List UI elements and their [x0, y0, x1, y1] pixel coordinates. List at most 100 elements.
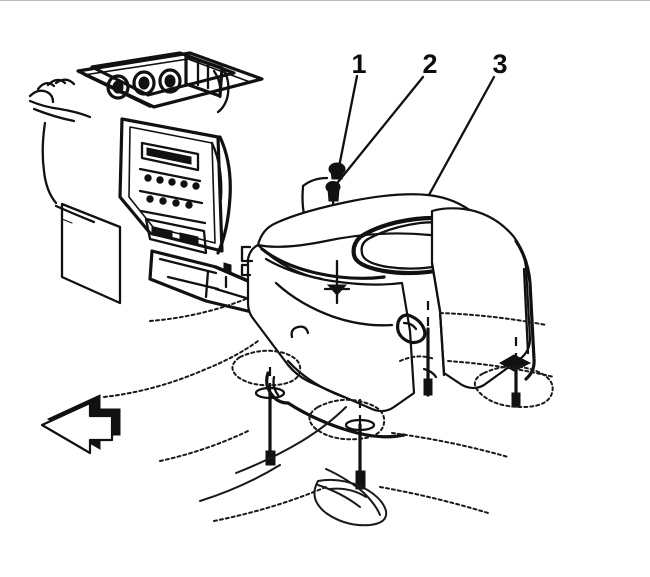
radio-divider-2	[138, 189, 204, 205]
console-front-contour	[274, 281, 394, 327]
center-stack-right-wall-2	[210, 141, 223, 201]
console-front-contour-2	[286, 359, 346, 399]
console-front-face	[246, 243, 416, 413]
floor-tunnel-edge-2	[199, 464, 281, 502]
console-bottom-rail	[286, 401, 406, 439]
console-left-slot-2	[240, 263, 252, 277]
hvac-control-knob-1	[151, 226, 173, 240]
radio-display	[140, 141, 200, 172]
floor-boss-middle	[308, 398, 386, 441]
knee-bolster-detail	[61, 218, 73, 224]
console-mount-tab-mid-inner	[402, 321, 418, 331]
air-vent-2-center	[138, 76, 150, 90]
upper-fastener-group	[301, 162, 346, 237]
radio-button	[146, 195, 154, 203]
fastener-right-mid	[423, 301, 433, 397]
dash-side-panel-bottom	[54, 204, 96, 224]
carpet-seam-5	[159, 430, 249, 462]
floor-boss-left	[231, 349, 302, 387]
console-mount-tab-mid	[396, 313, 427, 345]
leader-line-1	[337, 74, 359, 169]
bolt-2-body	[327, 188, 340, 202]
console-left-slot	[240, 245, 254, 263]
fastener-right-rear-tip	[511, 392, 521, 408]
radio-divider-1	[138, 167, 202, 183]
console-rear-edge-2	[522, 267, 530, 355]
dash-side-panel-edge	[41, 121, 58, 205]
air-vent-2-icon	[132, 70, 156, 96]
dash-lower-contour-2	[32, 107, 76, 123]
floor-pan-group	[103, 298, 555, 527]
leader-line-3	[422, 75, 496, 206]
dash-wing-edge	[28, 89, 55, 104]
air-vent-3-icon	[158, 68, 182, 94]
forward-arrow-body	[40, 401, 114, 455]
dash-top-rail-inner	[83, 58, 251, 108]
fastener-left-washer	[254, 386, 286, 400]
dash-wing-edge-4	[54, 78, 76, 86]
carpet-seam-6	[391, 432, 509, 458]
console-center-seam	[430, 261, 446, 377]
instrument-panel-group	[28, 51, 264, 315]
callout-leaders	[332, 74, 496, 206]
hvac-control-knob-2	[179, 232, 199, 246]
bridge-detail-5	[204, 269, 210, 299]
hvac-control-panel	[144, 217, 208, 255]
footwell-pad	[313, 478, 388, 527]
console-rear-edge	[514, 239, 536, 381]
floor-console-assembly	[240, 193, 536, 439]
radio-button	[172, 199, 180, 207]
center-stack-right-wall	[216, 135, 232, 255]
carpet-seam-2	[439, 312, 547, 326]
air-vent-1-icon	[106, 74, 130, 100]
dash-top-rail	[76, 51, 264, 109]
air-vent-1-center	[112, 80, 124, 94]
console-mount-tab-left	[290, 325, 310, 339]
fastener-middle	[344, 399, 376, 490]
knee-bolster-panel	[60, 202, 122, 305]
bolt-bracket-arm	[301, 176, 329, 188]
carpet-seam-1	[149, 298, 247, 322]
floor-boss-right-mid	[399, 355, 435, 362]
fastener-middle-washer	[344, 418, 376, 432]
console-left-flange	[265, 371, 290, 405]
dash-lower-contour	[28, 99, 92, 119]
carpet-seam-8	[379, 486, 489, 514]
leader-line-2	[332, 75, 425, 189]
callout-label-2: 2	[422, 49, 437, 79]
dash-wing-edge-2	[36, 81, 56, 91]
dash-right-curve-2	[212, 69, 222, 99]
console-front-lip-2	[264, 257, 324, 281]
radio-button	[192, 182, 200, 190]
fastener-left	[254, 367, 286, 466]
radio-button	[185, 201, 193, 209]
forward-direction-arrow-icon	[40, 394, 121, 455]
center-clip-marker	[323, 259, 351, 305]
radio-button	[159, 197, 167, 205]
fastener-right-mid-tip	[423, 378, 433, 396]
radio-button	[168, 178, 176, 186]
radio-button-row-2	[146, 195, 193, 209]
bridge-fastener	[223, 262, 232, 274]
carpet-seam-7	[213, 486, 327, 522]
radio-button	[156, 176, 164, 184]
console-front-lip	[260, 247, 386, 280]
console-mount-tab-right	[422, 367, 438, 379]
mounting-fastener-group	[254, 259, 532, 490]
radio-button	[180, 180, 188, 188]
air-vent-group	[106, 68, 182, 100]
callout-label-3: 3	[492, 49, 507, 79]
callout-label-1: 1	[351, 49, 366, 79]
floor-tunnel-edge-4	[317, 484, 361, 508]
radio-button	[144, 174, 152, 182]
floor-tunnel-edge-3	[325, 468, 381, 516]
dash-wing-edge-3	[46, 78, 67, 87]
air-vent-3-center	[164, 74, 176, 88]
dash-right-curve	[216, 66, 230, 114]
bolt-1-body	[330, 170, 344, 180]
bridge-detail-2	[166, 275, 220, 291]
floor-tunnel-edge-1	[235, 406, 347, 474]
radio-display-screen	[146, 147, 192, 165]
